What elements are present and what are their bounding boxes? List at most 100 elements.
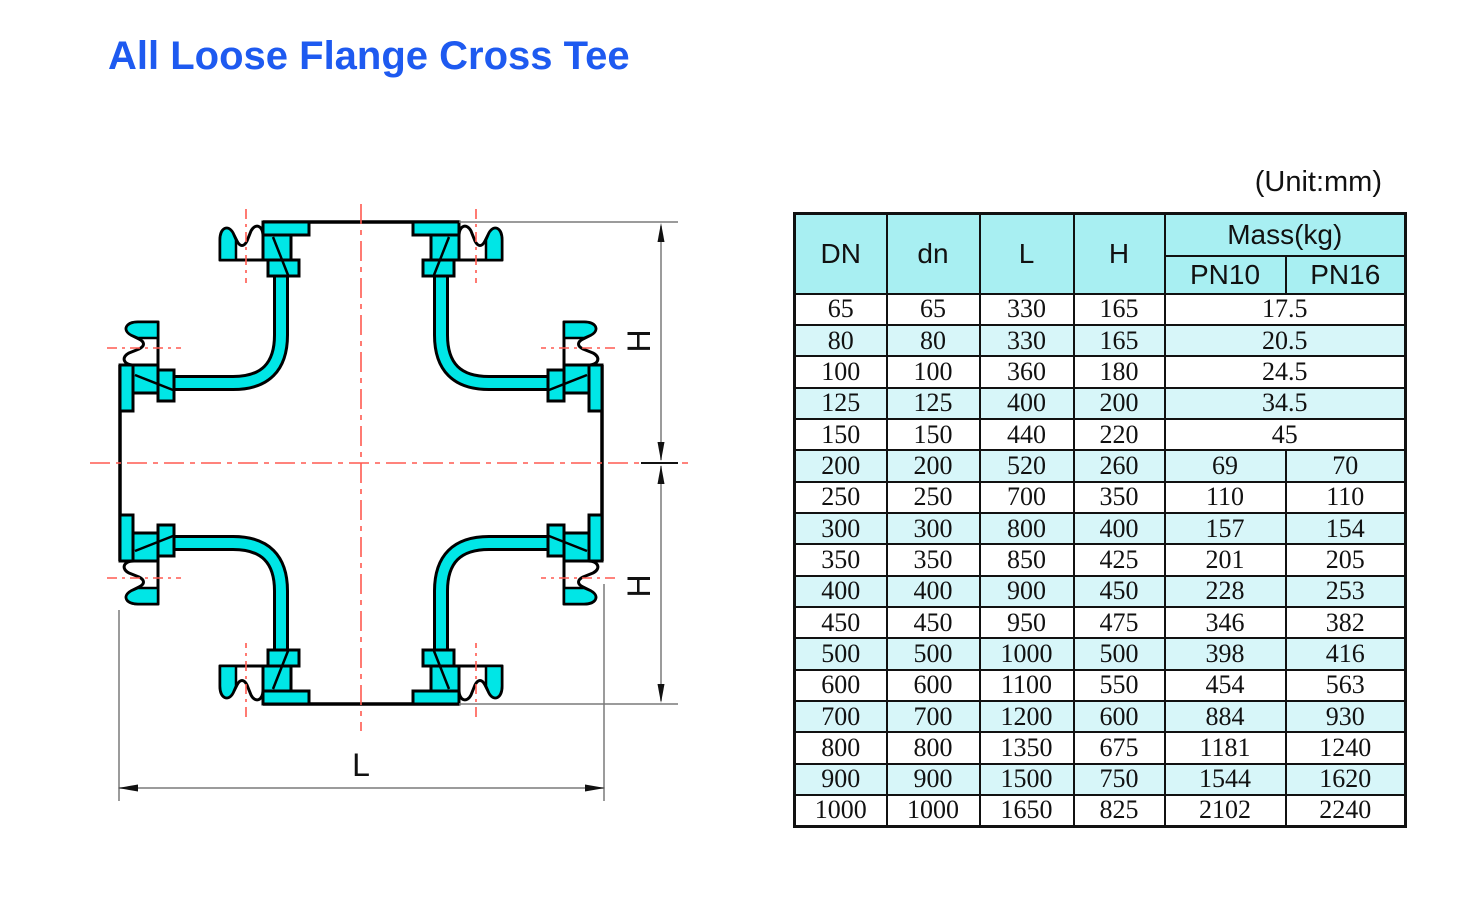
- table-cell: 416: [1284, 637, 1407, 671]
- table-cell: 110: [1163, 480, 1287, 514]
- unit-note: (Unit:mm): [1254, 166, 1382, 198]
- table-cell: 300: [885, 511, 981, 546]
- dim-label-h-bottom: H: [621, 574, 657, 597]
- table-cell: 228: [1163, 574, 1287, 608]
- table-cell: 34.5: [1163, 386, 1407, 420]
- table-cell: 1200: [978, 699, 1075, 734]
- page-title: All Loose Flange Cross Tee: [108, 34, 630, 78]
- table-cell: 200: [793, 449, 888, 483]
- table-cell: 1620: [1284, 762, 1407, 797]
- dim-label-h-top: H: [621, 329, 657, 352]
- table-cell: 825: [1072, 793, 1166, 828]
- table-cell: 425: [1072, 543, 1166, 577]
- table-cell: 220: [1072, 417, 1166, 452]
- table-cell: 65: [885, 292, 981, 326]
- table-cell: 125: [885, 386, 981, 420]
- table-cell: 260: [1072, 449, 1166, 483]
- table-cell: 450: [885, 605, 981, 640]
- table-cell: 450: [793, 605, 888, 640]
- table-cell: 1544: [1163, 762, 1287, 797]
- table-cell: 17.5: [1163, 292, 1407, 326]
- table-cell: 700: [978, 480, 1075, 514]
- table-cell: 454: [1163, 668, 1287, 702]
- table-cell: 165: [1072, 292, 1166, 326]
- table-cell: 1000: [793, 793, 888, 828]
- table-cell: 800: [885, 731, 981, 765]
- col-header-length: L: [978, 212, 1075, 295]
- centerlines: [90, 204, 688, 731]
- table-cell: 884: [1163, 699, 1287, 734]
- table-cell: 400: [978, 386, 1075, 420]
- dimension-lines: H H L: [118, 221, 678, 801]
- table-cell: 150: [793, 417, 888, 452]
- table-cell: 450: [1072, 574, 1166, 608]
- table-cell: 550: [1072, 668, 1166, 702]
- table-cell: 900: [793, 762, 888, 797]
- table-cell: 1240: [1284, 731, 1407, 765]
- col-header-dn-nominal: DN: [793, 212, 888, 295]
- table-cell: 350: [793, 543, 888, 577]
- table-cell: 398: [1163, 637, 1287, 671]
- spec-table-header: DN dn L H Mass(kg) PN10 PN16: [793, 212, 1407, 295]
- table-cell: 400: [1072, 511, 1166, 546]
- table-cell: 154: [1284, 511, 1407, 546]
- table-cell: 400: [793, 574, 888, 608]
- table-cell: 100: [793, 355, 888, 389]
- table-cell: 600: [793, 668, 888, 702]
- table-cell: 500: [1072, 637, 1166, 671]
- table-cell: 100: [885, 355, 981, 389]
- table-cell: 500: [793, 637, 888, 671]
- table-cell: 200: [1072, 386, 1166, 420]
- table-cell: 675: [1072, 731, 1166, 765]
- table-cell: 80: [885, 323, 981, 358]
- table-cell: 440: [978, 417, 1075, 452]
- table-cell: 110: [1284, 480, 1407, 514]
- table-cell: 360: [978, 355, 1075, 389]
- table-cell: 1500: [978, 762, 1075, 797]
- table-cell: 65: [793, 292, 888, 326]
- table-cell: 700: [885, 699, 981, 734]
- table-cell: 69: [1163, 449, 1287, 483]
- table-cell: 1000: [885, 793, 981, 828]
- table-cell: 157: [1163, 511, 1287, 546]
- table-cell: 1650: [978, 793, 1075, 828]
- table-cell: 800: [793, 731, 888, 765]
- table-cell: 563: [1284, 668, 1407, 702]
- table-cell: 20.5: [1163, 323, 1407, 358]
- table-cell: 900: [885, 762, 981, 797]
- table-cell: 350: [1072, 480, 1166, 514]
- col-header-pn10: PN10: [1163, 254, 1287, 295]
- table-cell: 520: [978, 449, 1075, 483]
- table-cell: 600: [885, 668, 981, 702]
- table-cell: 600: [1072, 699, 1166, 734]
- col-header-mass-group: Mass(kg): [1163, 212, 1407, 257]
- table-cell: 750: [1072, 762, 1166, 797]
- table-cell: 70: [1284, 449, 1407, 483]
- col-header-height: H: [1072, 212, 1166, 295]
- table-cell: 80: [793, 323, 888, 358]
- table-cell: 1100: [978, 668, 1075, 702]
- table-cell: 330: [978, 292, 1075, 326]
- table-cell: 165: [1072, 323, 1166, 358]
- table-cell: 500: [885, 637, 981, 671]
- table-cell: 200: [885, 449, 981, 483]
- col-header-dn-branch: dn: [885, 212, 981, 295]
